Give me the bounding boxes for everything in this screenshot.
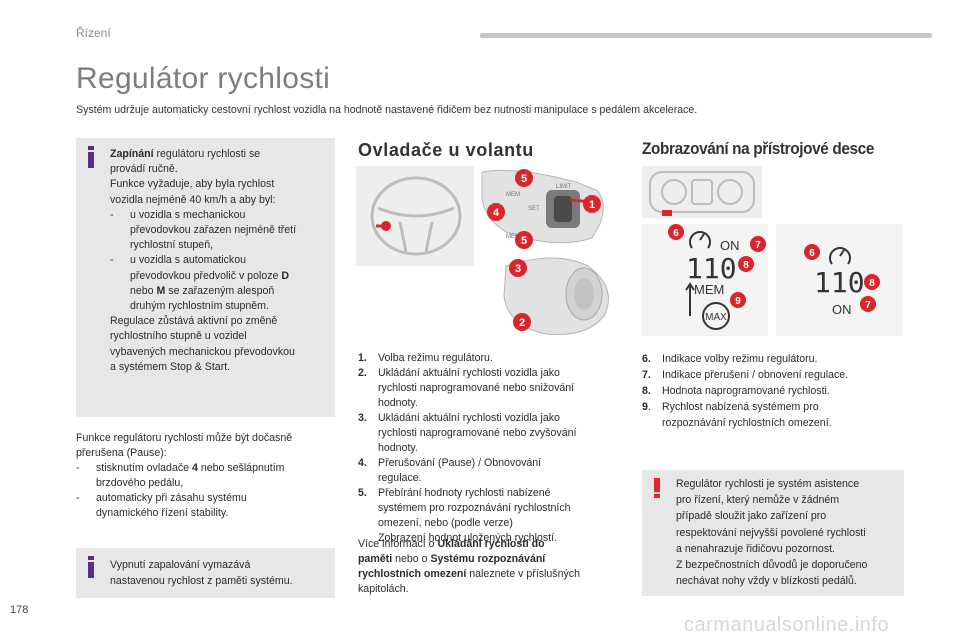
- watermark: carmanualsonline.info: [684, 614, 890, 636]
- callout-5-bottom: 5: [515, 231, 533, 249]
- header-divider: [480, 33, 932, 38]
- info-box-activation: [76, 138, 335, 417]
- screen-right-speed: 110: [814, 266, 865, 299]
- controls-legend-list: 1. Volba režimu regulátoru. 2. Ukládání akt…: [358, 351, 628, 546]
- info-icon: [88, 556, 94, 578]
- callout-3: 3: [509, 259, 527, 277]
- legend-item: 7. Indikace přerušení / obnovení regulace…: [642, 367, 912, 383]
- svg-text:6: 6: [809, 248, 815, 259]
- legend-item: 8. Hodnota naprogramované rychlosti.: [642, 383, 912, 399]
- legend-number: 1.: [358, 352, 367, 364]
- svg-text:3: 3: [515, 263, 521, 275]
- legend-text: Ukládání aktuální rychlosti vozidla jako…: [378, 412, 577, 454]
- callout-9-left: 9: [730, 292, 746, 308]
- instrument-display-figure: ON 110 MEM MAX 110 ON 6 7 8 9 6 8 7: [642, 166, 902, 336]
- screen-left-mem: MEM: [694, 282, 724, 297]
- legend-text: Indikace volby režimu regulátoru.: [662, 353, 818, 365]
- legend-text: Ukládání aktuální rychlosti vozidla jako…: [378, 367, 575, 409]
- legend-text: Volba režimu regulátoru.: [378, 352, 493, 364]
- callout-1: 1: [583, 195, 601, 213]
- steering-controls-figure: MEM SET LIMIT MEM 1 2 3 4 5 5: [356, 166, 609, 336]
- svg-text:2: 2: [519, 317, 525, 329]
- info-box-ignition-text: Vypnutí zapalování vymazává nastavenou r…: [110, 559, 293, 587]
- controls-more-info: Více informací o Ukládání rychlostí do p…: [358, 538, 580, 595]
- callout-8-right: 8: [864, 274, 880, 290]
- svg-text:6: 6: [673, 228, 679, 239]
- callout-7-left: 7: [750, 236, 766, 252]
- steering-wheel-icon: [370, 176, 462, 256]
- legend-text: Indikace přerušení / obnovení regulace.: [662, 369, 849, 381]
- info-box-activation-text: Zapínání regulátoru rychlosti se provádí…: [110, 148, 297, 373]
- callout-6-left: 6: [668, 224, 684, 240]
- lever-end-icon: [503, 257, 609, 336]
- callout-5-top: 5: [515, 169, 533, 187]
- intro-paragraph: Systém udržuje automaticky cestovní rych…: [76, 104, 698, 116]
- callout-2: 2: [513, 313, 531, 331]
- speedometer-icon-left: [689, 231, 711, 249]
- callout-6-right: 6: [804, 244, 820, 260]
- lever-label-set: SET: [528, 206, 540, 212]
- svg-text:7: 7: [865, 300, 871, 311]
- legend-number: 2.: [358, 367, 367, 379]
- screen-left-on: ON: [720, 238, 740, 253]
- page-title: Regulátor rychlosti: [76, 62, 331, 95]
- legend-number: 5.: [358, 487, 367, 499]
- callout-7-right: 7: [860, 296, 876, 312]
- warning-box: [642, 470, 904, 596]
- legend-number: 7.: [642, 369, 651, 381]
- speedometer-icon-right: [829, 247, 851, 265]
- legend-item: 6. Indikace volby režimu regulátoru.: [642, 351, 912, 367]
- screen-left-max: MAX: [705, 312, 727, 323]
- svg-text:8: 8: [743, 260, 749, 271]
- lever-label-limit: LIMIT: [556, 184, 572, 190]
- screen-left-speed: 110: [686, 252, 737, 285]
- lever-label-mem-bottom: MEM: [506, 234, 520, 240]
- page-number: 178: [10, 604, 29, 616]
- screen-right-on: ON: [832, 302, 852, 317]
- warning-icon: [654, 478, 660, 498]
- legend-number: 6.: [642, 353, 651, 365]
- legend-item: 1. Volba režimu regulátoru.: [358, 351, 628, 366]
- pause-paragraph: Funkce regulátoru rychlosti může být doč…: [76, 432, 293, 519]
- legend-number: 3.: [358, 412, 367, 424]
- controls-heading: Ovladače u volantu: [358, 140, 534, 160]
- legend-item: 2. Ukládání aktuální rychlosti vozidla ja…: [358, 366, 628, 411]
- lever-label-mem-top: MEM: [506, 192, 520, 198]
- display-heading: Zobrazování na přístrojové desce: [642, 140, 874, 158]
- legend-number: 4.: [358, 457, 367, 469]
- svg-text:9: 9: [735, 296, 741, 307]
- legend-number: 8.: [642, 385, 651, 397]
- callout-4: 4: [487, 203, 505, 221]
- legend-item: 3. Ukládání aktuální rychlosti vozidla ja…: [358, 411, 628, 456]
- svg-text:5: 5: [521, 235, 527, 247]
- svg-text:4: 4: [493, 207, 500, 219]
- legend-number: 9.: [642, 401, 651, 413]
- svg-text:8: 8: [869, 278, 875, 289]
- section-label: Řízení: [76, 26, 111, 40]
- svg-text:5: 5: [521, 173, 527, 185]
- instrument-cluster-icon: [649, 171, 755, 213]
- stalk-position-marker: [381, 221, 391, 231]
- info-icon: [88, 146, 94, 168]
- svg-text:7: 7: [755, 240, 761, 251]
- info-box-ignition: [76, 548, 335, 598]
- cruise-lever-icon: MEM SET LIMIT MEM: [481, 169, 604, 244]
- display-legend-list: 6. Indikace volby režimu regulátoru. 7. Ind…: [642, 351, 912, 431]
- callout-8-left: 8: [738, 256, 754, 272]
- legend-text: Hodnota naprogramované rychlosti.: [662, 385, 830, 397]
- arrow-up-icon: [685, 282, 695, 316]
- svg-text:1: 1: [589, 199, 595, 211]
